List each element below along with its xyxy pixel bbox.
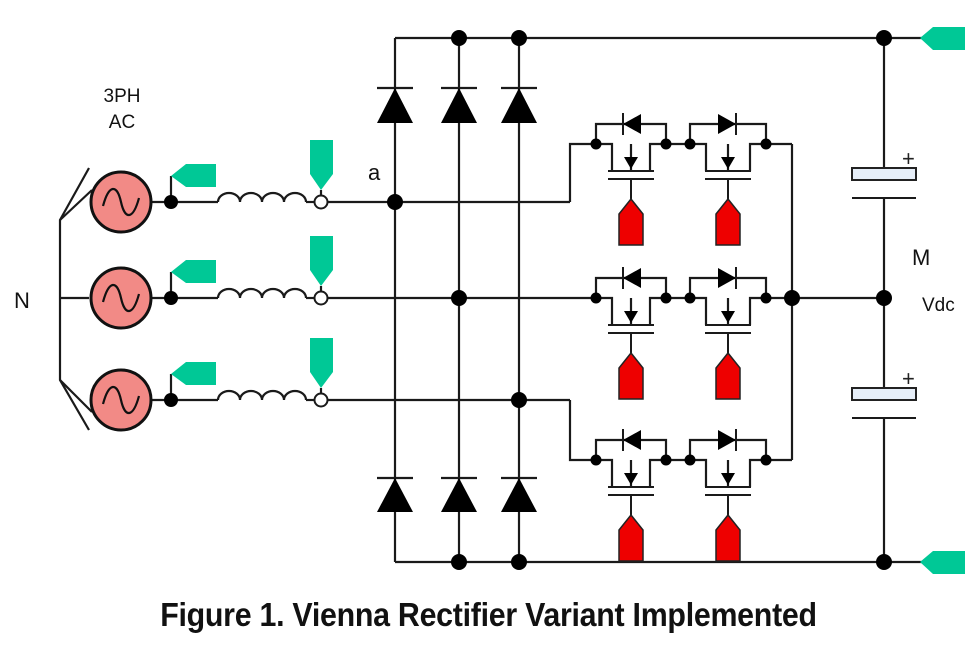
body-diode xyxy=(718,268,736,288)
current-probe-tag xyxy=(310,236,333,286)
lower-diode-3 xyxy=(501,478,537,512)
cap-upper-plus: + xyxy=(902,146,915,171)
voltage-probe-tag xyxy=(171,164,216,187)
negative-output-tag xyxy=(920,551,965,574)
rail-dot xyxy=(876,30,892,46)
lower-diode-2 xyxy=(441,478,477,512)
current-probe-tag xyxy=(310,140,333,190)
upper-diode-1 xyxy=(377,88,413,123)
body-diode xyxy=(718,114,736,134)
open-node xyxy=(313,392,329,408)
mosfet-arrow xyxy=(721,311,735,323)
gate-drive-tag xyxy=(618,351,644,400)
cap-lower-plus: + xyxy=(902,366,915,391)
static-wiring xyxy=(58,36,940,564)
inductor-3 xyxy=(216,389,308,401)
node-a-label: a xyxy=(368,160,381,185)
mosfet-arrow xyxy=(624,473,638,485)
rail-dot xyxy=(876,554,892,570)
gate-drive-tag xyxy=(715,513,741,562)
neutral-label: N xyxy=(14,288,30,313)
switch-node-dot xyxy=(590,138,602,150)
positive-output-tag xyxy=(920,27,965,50)
switch-node-dot xyxy=(760,454,772,466)
gate-drive-tag xyxy=(618,513,644,562)
body-diode xyxy=(718,430,736,450)
current-probe-tag xyxy=(310,338,333,388)
upper-diode-2 xyxy=(441,88,477,123)
gate-drive-tag xyxy=(618,197,644,246)
circuit-components xyxy=(89,27,965,574)
upper-diode-3 xyxy=(501,88,537,123)
switch-node-dot xyxy=(760,138,772,150)
voltage-probe-tag xyxy=(171,362,216,385)
neutral-wire xyxy=(59,379,93,413)
switch-node-dot xyxy=(660,292,672,304)
rail-dot xyxy=(451,554,467,570)
vdc-label: Vdc xyxy=(922,295,955,316)
body-diode xyxy=(623,114,641,134)
dc-link-capacitor-1 xyxy=(851,167,917,181)
midpoint-label: M xyxy=(912,245,930,270)
source-title-line2: AC xyxy=(109,112,135,133)
switch-node-dot xyxy=(660,138,672,150)
rail-dot xyxy=(511,30,527,46)
source-node-dot xyxy=(164,393,178,407)
switch-node-dot xyxy=(760,292,772,304)
mosfet-arrow xyxy=(721,157,735,169)
switch-feed-wire xyxy=(568,400,596,462)
gate-drive-tag xyxy=(715,197,741,246)
inductor-1 xyxy=(216,191,308,203)
sine-icon xyxy=(101,385,141,415)
dc-link-capacitor-2 xyxy=(851,387,917,401)
mosfet-arrow xyxy=(721,473,735,485)
switch-node-dot xyxy=(684,292,696,304)
switch-node-dot xyxy=(590,292,602,304)
switch-feed-wire xyxy=(568,142,596,202)
rail-dot xyxy=(511,554,527,570)
switch-node-dot xyxy=(660,454,672,466)
bridge-junction-dot xyxy=(387,194,403,210)
bridge-junction-dot xyxy=(511,392,527,408)
open-node xyxy=(313,290,329,306)
rail-dot xyxy=(451,30,467,46)
source-title-line1: 3PH xyxy=(104,86,141,107)
source-node-dot xyxy=(164,195,178,209)
sine-icon xyxy=(101,187,141,217)
voltage-probe-tag xyxy=(171,260,216,283)
neutral-wire xyxy=(59,189,93,221)
neutral-wire xyxy=(58,167,90,431)
gate-drive-tag xyxy=(715,351,741,400)
midpoint-bus-dot xyxy=(784,290,800,306)
switch-node-dot xyxy=(684,454,696,466)
figure-caption: Figure 1. Vienna Rectifier Variant Imple… xyxy=(160,596,817,633)
source-node-dot xyxy=(164,291,178,305)
mosfet-arrow xyxy=(624,311,638,323)
midpoint-dot xyxy=(876,290,892,306)
switch-node-dot xyxy=(684,138,696,150)
inductor-2 xyxy=(216,287,308,299)
lower-diode-1 xyxy=(377,478,413,512)
open-node xyxy=(313,194,329,210)
sine-icon xyxy=(101,283,141,313)
bridge-junction-dot xyxy=(451,290,467,306)
mosfet-arrow xyxy=(624,157,638,169)
body-diode xyxy=(623,430,641,450)
switch-node-dot xyxy=(590,454,602,466)
body-diode xyxy=(623,268,641,288)
